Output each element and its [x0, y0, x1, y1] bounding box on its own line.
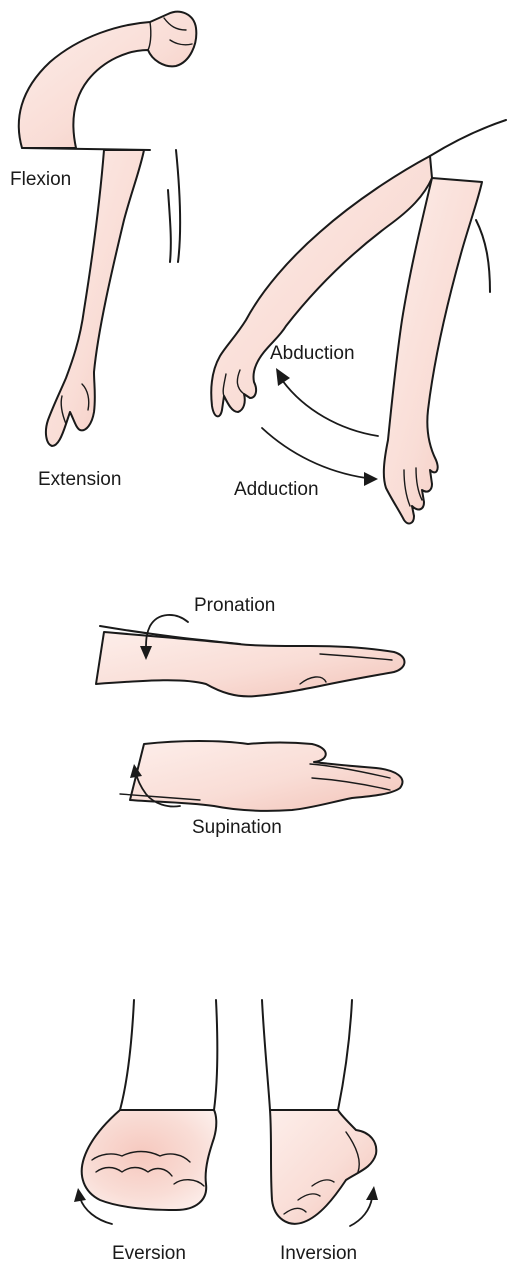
flexion-label: Flexion: [10, 169, 72, 190]
inversion-label: Inversion: [280, 1243, 358, 1264]
abduction-adduction-illustration: [210, 119, 507, 525]
inverted-foot: [269, 1109, 378, 1225]
supination-arrow: [135, 773, 181, 808]
supinated-forearm-hand: [129, 740, 404, 812]
adduction-arrow: [261, 427, 367, 479]
adduction-label: Adduction: [234, 479, 319, 500]
abducted-arm: [210, 155, 433, 418]
eversion-inversion-illustration: [74, 999, 378, 1227]
supination-illustration: [119, 740, 404, 812]
pronation-arrow: [145, 614, 189, 649]
adducted-arm: [382, 177, 483, 525]
eversion-label: Eversion: [112, 1243, 186, 1264]
supination-label: Supination: [192, 817, 282, 838]
abduction-label: Abduction: [270, 343, 355, 364]
extension-label: Extension: [38, 469, 122, 490]
pronation-label: Pronation: [194, 595, 276, 616]
everted-foot: [80, 1109, 218, 1211]
eversion-arrow: [79, 1197, 113, 1225]
extended-arm: [44, 149, 145, 447]
pronation-illustration: [95, 614, 406, 698]
inversion-arrow: [349, 1197, 373, 1227]
abduction-arrow: [281, 379, 379, 437]
flexion-extension-illustration: [17, 10, 198, 447]
pronated-forearm-hand: [95, 631, 406, 698]
flexed-arm: [17, 10, 198, 149]
